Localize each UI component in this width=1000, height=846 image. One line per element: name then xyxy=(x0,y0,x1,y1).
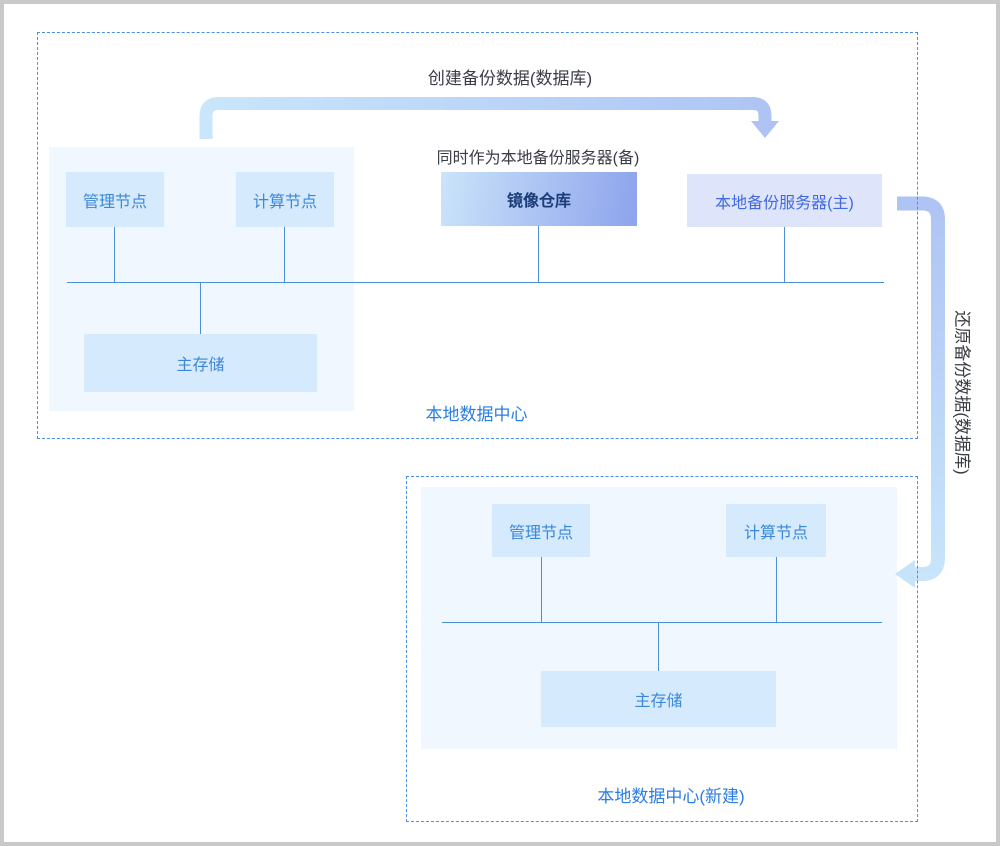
dc1-bus-line xyxy=(67,282,884,283)
dc1-local-backup-server-node: 本地备份服务器(主) xyxy=(687,174,882,227)
dc1-label: 本地数据中心 xyxy=(425,405,528,424)
dc1-compute-connector xyxy=(284,227,285,282)
dc2-compute-node: 计算节点 xyxy=(726,504,826,557)
restore-backup-arrow xyxy=(895,196,945,588)
dc2-storage-connector xyxy=(658,623,659,671)
dc2-bus-line xyxy=(442,622,882,623)
dc2-management-connector xyxy=(541,557,542,622)
dc2-primary-storage-node: 主存储 xyxy=(541,671,776,727)
dc1-mirror-repository-node: 镜像仓库 xyxy=(441,172,637,226)
dc1-backup-connector xyxy=(784,227,785,282)
mirror-standby-note: 同时作为本地备份服务器(备) xyxy=(436,150,640,167)
dc1-primary-storage-node: 主存储 xyxy=(84,334,317,392)
dc2-compute-connector xyxy=(776,557,777,622)
dc1-mirror-connector xyxy=(538,226,539,282)
dc1-management-connector xyxy=(114,227,115,282)
dc1-storage-connector xyxy=(200,283,201,334)
create-backup-label: 创建备份数据(数据库) xyxy=(427,69,593,88)
dc2-management-node: 管理节点 xyxy=(492,504,590,557)
dc1-management-node: 管理节点 xyxy=(66,172,164,227)
dc2-label: 本地数据中心(新建) xyxy=(597,787,745,806)
dc1-compute-node: 计算节点 xyxy=(236,172,334,227)
create-backup-arrow xyxy=(199,97,779,139)
restore-backup-label: 还原备份数据(数据库) xyxy=(952,310,972,475)
